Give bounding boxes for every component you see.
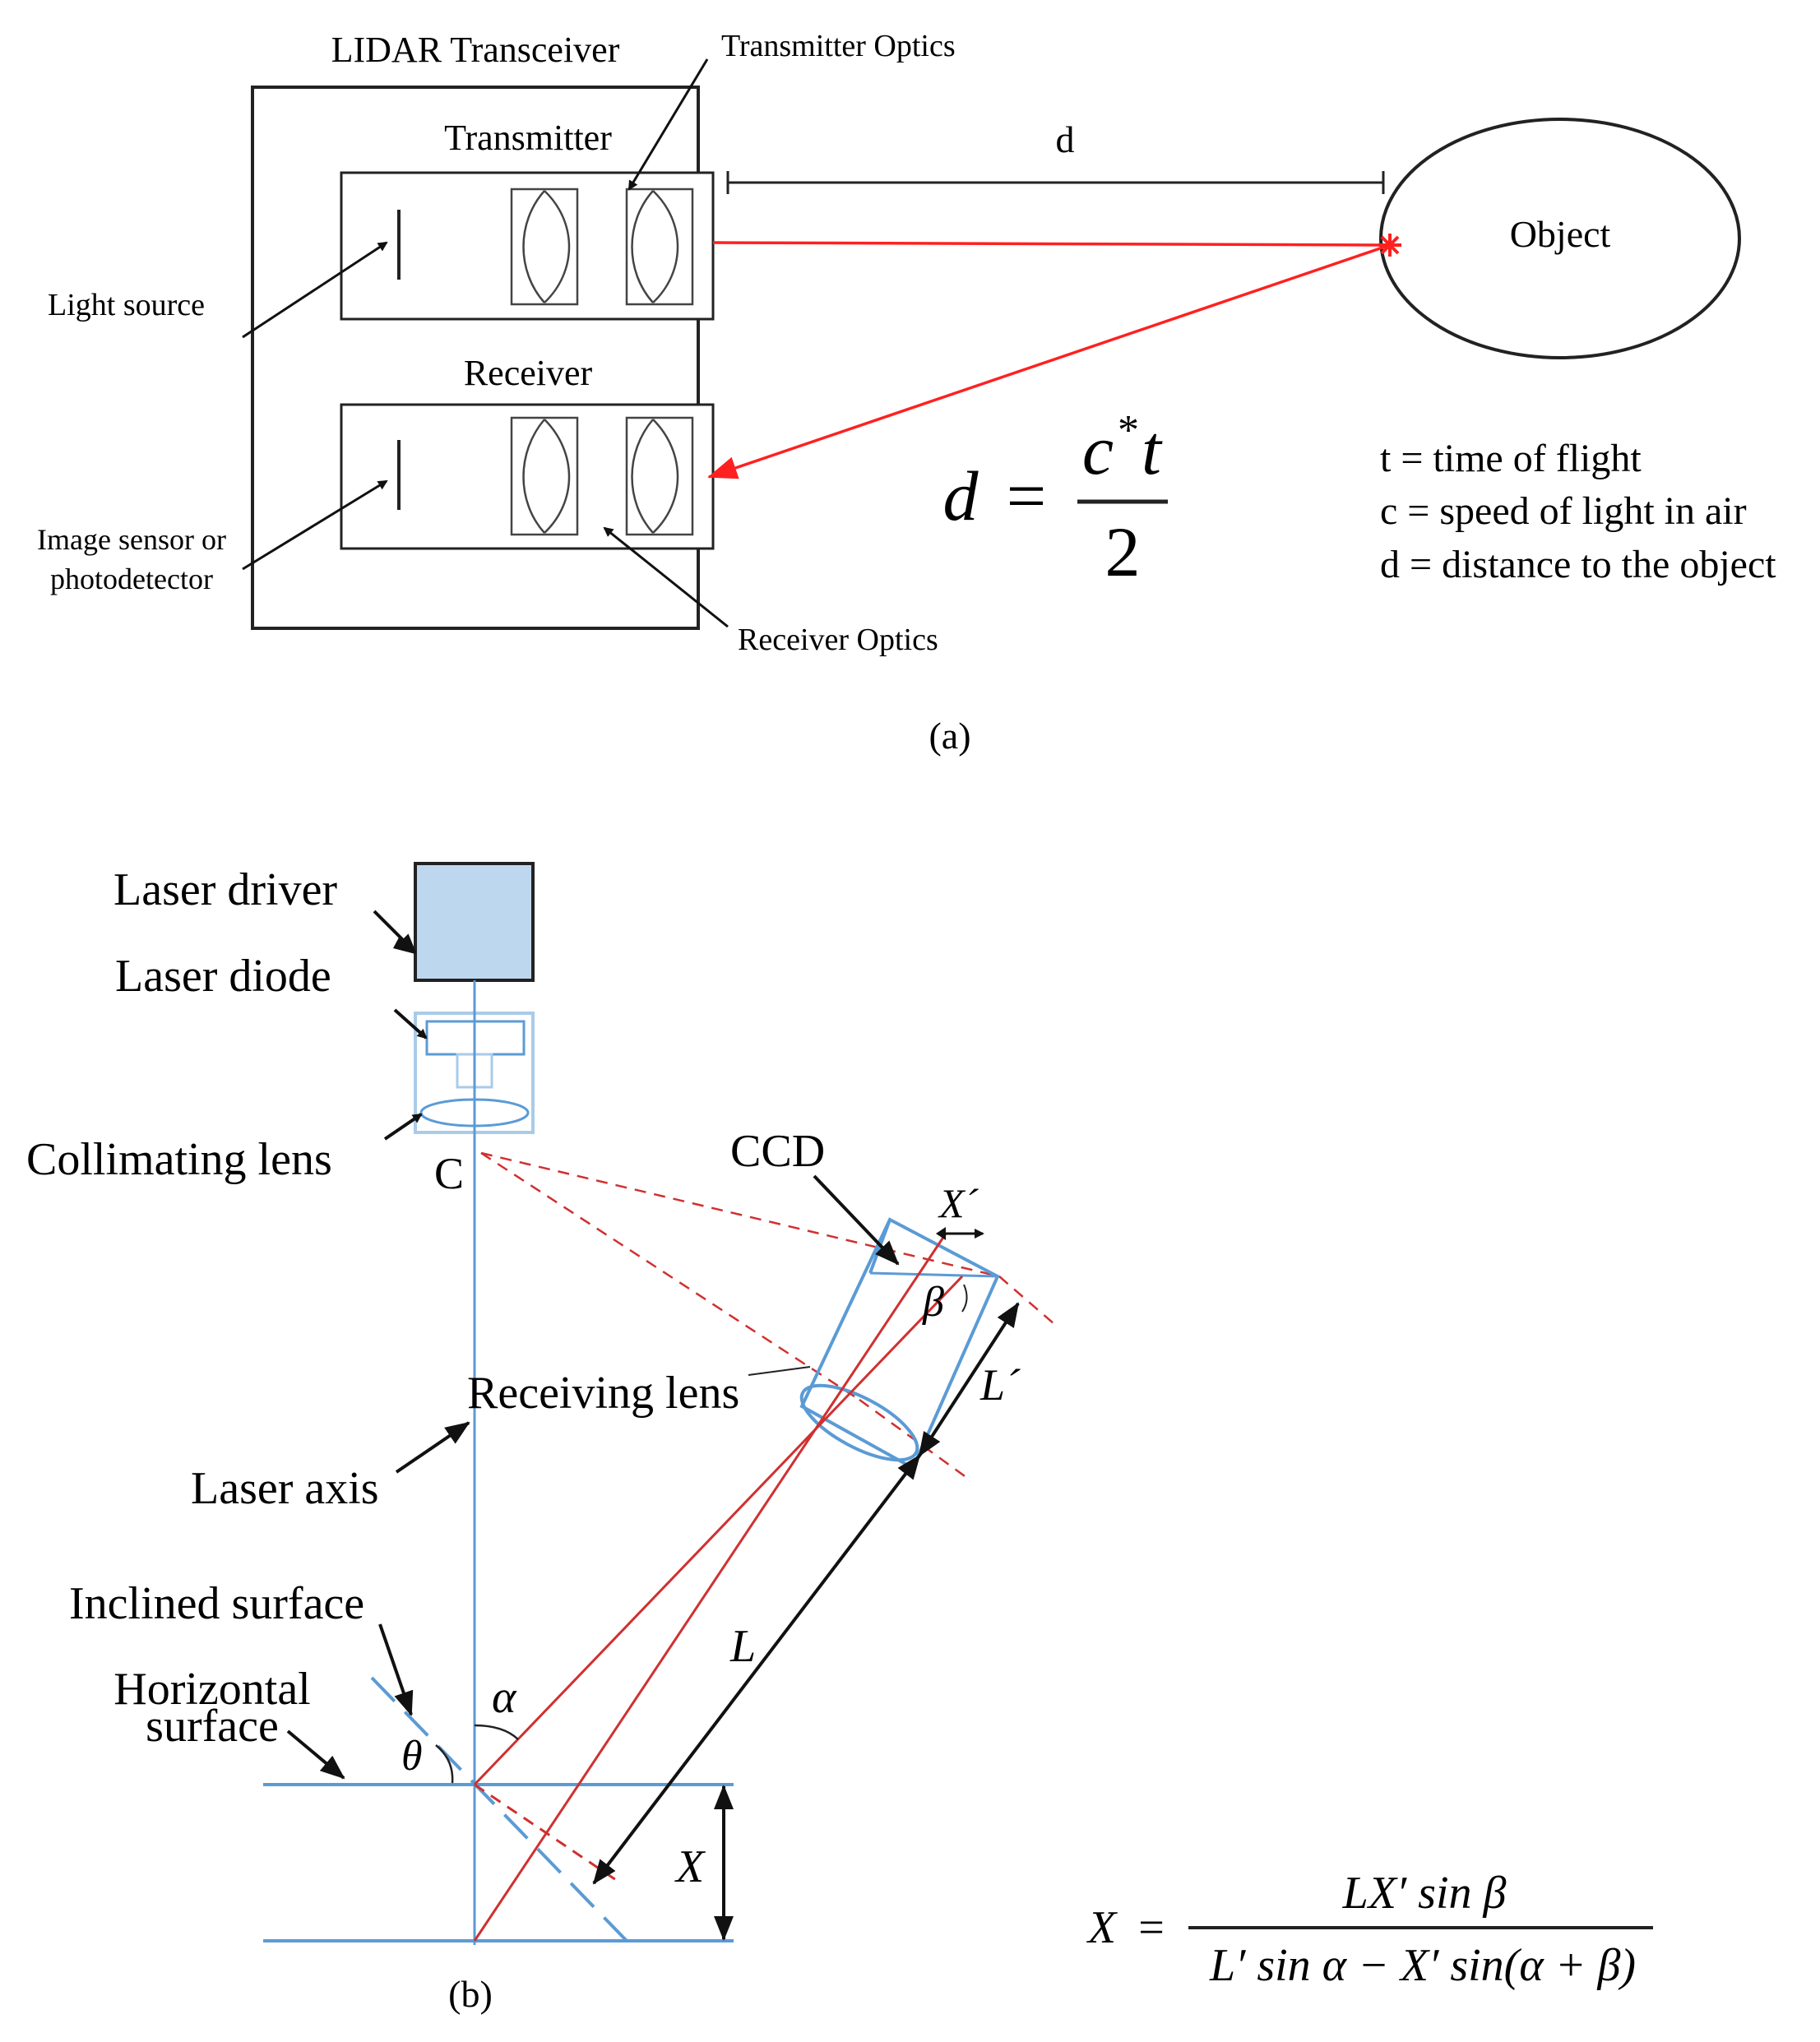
formula-star: *	[1118, 407, 1139, 454]
legend-distance: d = distance to the object	[1380, 543, 1776, 586]
ray-from-inclined	[473, 1233, 947, 1942]
image-sensor-label-line1: Image sensor or	[37, 523, 226, 556]
horizontal-surface-arrow	[286, 1729, 345, 1780]
theta-label: θ	[401, 1733, 423, 1780]
collimating-lens-label: Collimating lens	[26, 1134, 332, 1185]
receiving-lens-leader	[748, 1366, 811, 1376]
laser-driver-arrow	[373, 910, 417, 954]
image-sensor-label-line2: photodetector	[50, 563, 213, 595]
transmitter-lens-2	[625, 188, 694, 306]
inclined-surface-label: Inclined surface	[69, 1578, 364, 1629]
l-prime-dimension	[918, 1302, 1020, 1457]
transmitter-optics-label: Transmitter Optics	[721, 29, 956, 63]
formula-c: c	[1082, 410, 1114, 489]
outgoing-beam	[712, 241, 1391, 247]
panel-a: LIDAR Transceiver Transmitter Receiver	[37, 29, 1776, 757]
beta-arc	[961, 1284, 968, 1313]
transmitter-lens-1	[510, 188, 579, 306]
receiver-lens-2	[625, 416, 694, 536]
receiving-lens	[799, 1383, 919, 1462]
transmitter-optics-arrow	[628, 58, 709, 191]
alpha-arc	[474, 1724, 519, 1740]
laser-driver-label: Laser driver	[113, 864, 337, 915]
transmitter-label: Transmitter	[444, 118, 612, 158]
receiver-label: Receiver	[464, 353, 593, 393]
inclined-surface-arrow	[378, 1623, 414, 1716]
object-ellipse	[1379, 118, 1741, 359]
caption-b: (b)	[448, 1973, 493, 2015]
object-label: Object	[1510, 213, 1611, 255]
x-prime-arrowhead-left	[936, 1227, 946, 1240]
light-source-label: Light source	[48, 288, 205, 322]
dashed-ray-lower	[480, 1151, 860, 1401]
receiver-lens-1	[510, 416, 579, 536]
transceiver-box	[251, 86, 700, 630]
transceiver-title: LIDAR Transceiver	[331, 30, 620, 70]
collimating-lens-arrow	[383, 1113, 423, 1141]
panel-b: Laser driver Laser diode Collimating len…	[26, 862, 1653, 2015]
laser-diode-arrow	[393, 1008, 428, 1040]
formula-x-denominator: L′ sin α − X′ sin(α + β)	[1209, 1940, 1636, 1991]
laser-axis-label: Laser axis	[191, 1463, 379, 1514]
l-dimension	[592, 1454, 921, 1885]
horizontal-surface-label-line2: surface	[146, 1701, 279, 1752]
formula-t: t	[1142, 410, 1163, 489]
transmitter-box	[340, 171, 715, 321]
ccd-sensor-line	[869, 1271, 998, 1278]
receiver-optics-arrow	[603, 526, 729, 628]
inclined-surface-line	[370, 1676, 628, 1942]
receiver-housing	[799, 1217, 1000, 1470]
light-source-arrow	[242, 241, 388, 339]
x-label: X	[674, 1841, 706, 1892]
l-label: L	[729, 1621, 756, 1672]
receiver-box	[340, 403, 715, 550]
receiver-optics-label: Receiver Optics	[738, 623, 938, 657]
laser-driver-arrowhead	[393, 938, 415, 954]
image-sensor-arrow	[242, 479, 388, 571]
formula-x-lhs: X	[1086, 1902, 1118, 1953]
dashed-ray-upper	[480, 1151, 1000, 1278]
legend-time-of-flight: t = time of flight	[1380, 437, 1642, 480]
laser-axis-arrow	[395, 1421, 470, 1474]
ccd-label: CCD	[730, 1126, 825, 1177]
dashed-reflection-segment	[474, 1783, 622, 1885]
ray-from-horizontal	[473, 1275, 964, 1786]
point-c-label: C	[434, 1149, 464, 1198]
horizontal-surface-label-line1: Horizontal	[113, 1664, 310, 1715]
return-beam	[707, 243, 1391, 479]
x-prime-label: X´	[938, 1180, 979, 1226]
distance-label: d	[1056, 118, 1075, 160]
beta-label: β	[922, 1279, 944, 1326]
caption-a: (a)	[929, 715, 970, 757]
formula-d-lhs: d	[943, 456, 979, 535]
ccd-arrow	[813, 1174, 900, 1266]
hit-point-icon	[1378, 234, 1401, 257]
formula-x-numerator: LX′ sin β	[1342, 1868, 1507, 1919]
theta-arc	[435, 1744, 454, 1784]
formula-x-equals: =	[1138, 1902, 1165, 1953]
l-prime-label: L´	[979, 1360, 1021, 1410]
laser-driver-box	[414, 862, 535, 982]
ccd-dashed-extension	[998, 1276, 1055, 1325]
formula-d-equals: =	[1007, 456, 1047, 535]
laser-diode-label: Laser diode	[115, 951, 331, 1002]
alpha-label: α	[492, 1672, 517, 1723]
formula-denominator: 2	[1105, 512, 1141, 591]
legend-speed-of-light: c = speed of light in air	[1380, 489, 1747, 533]
receiving-lens-label: Receiving lens	[467, 1368, 739, 1419]
